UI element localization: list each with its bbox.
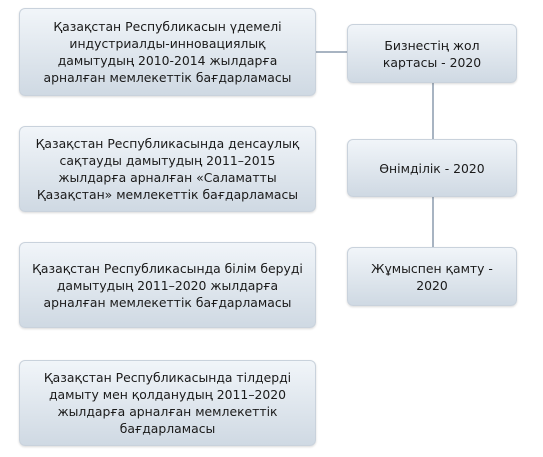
connector-prog1-to-roadmap xyxy=(316,51,347,53)
program-box-education: Қазақстан Республикасында білім беруді д… xyxy=(19,242,316,328)
program-label: Қазақстан Республикасында тілдерді дамыт… xyxy=(43,370,292,436)
program-box-productivity: Өнімділік - 2020 xyxy=(347,139,517,197)
program-label: Бизнестің жол картасы - 2020 xyxy=(382,37,482,70)
program-box-languages: Қазақстан Республикасында тілдерді дамыт… xyxy=(19,360,316,446)
program-label: Қазақстан Республикасында денсаулық сақт… xyxy=(35,136,300,202)
connector-roadmap-to-productivity xyxy=(432,83,434,139)
program-label: Қазақстан Республикасында білім беруді д… xyxy=(32,260,303,310)
connector-productivity-to-employment xyxy=(432,197,434,247)
program-box-business-roadmap: Бизнестің жол картасы - 2020 xyxy=(347,24,517,83)
program-box-employment: Жұмыспен қамту - 2020 xyxy=(347,247,517,306)
program-label: Өнімділік - 2020 xyxy=(379,160,485,176)
program-label: Жұмыспен қамту - 2020 xyxy=(371,260,493,293)
program-label: Қазақстан Республикасын үдемелі индустри… xyxy=(43,19,292,85)
program-box-healthy-kazakhstan: Қазақстан Республикасында денсаулық сақт… xyxy=(19,126,316,212)
program-box-industrial-innovation: Қазақстан Республикасын үдемелі индустри… xyxy=(19,8,316,96)
